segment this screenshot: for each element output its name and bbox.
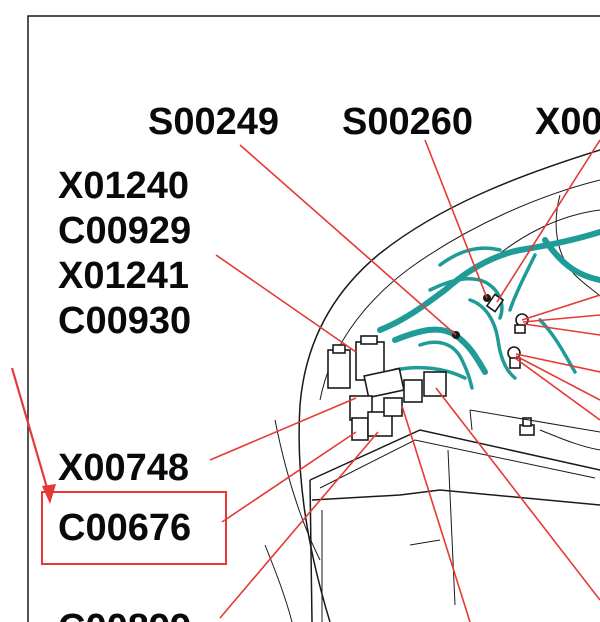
label-x00-truncated: X00: [535, 101, 600, 143]
label-c00676: C00676: [58, 507, 191, 549]
label-c00930: C00930: [58, 300, 191, 342]
label-c00899-partial: C00899: [58, 607, 191, 622]
label-x01240: X01240: [58, 165, 189, 207]
highlight-arrow: [10, 367, 56, 504]
label-c00929: C00929: [58, 210, 191, 252]
label-s00260: S00260: [342, 101, 473, 143]
highlight-box: [41, 491, 227, 565]
connector-cluster: [327, 293, 529, 441]
label-x00748: X00748: [58, 447, 189, 489]
battery: [309, 409, 600, 622]
vehicle-body-outline: [264, 149, 600, 622]
label-s00249: S00249: [148, 101, 279, 143]
wiring-harness: [377, 229, 600, 390]
leader-lines: [209, 139, 600, 622]
label-x01241: X01241: [58, 255, 189, 297]
